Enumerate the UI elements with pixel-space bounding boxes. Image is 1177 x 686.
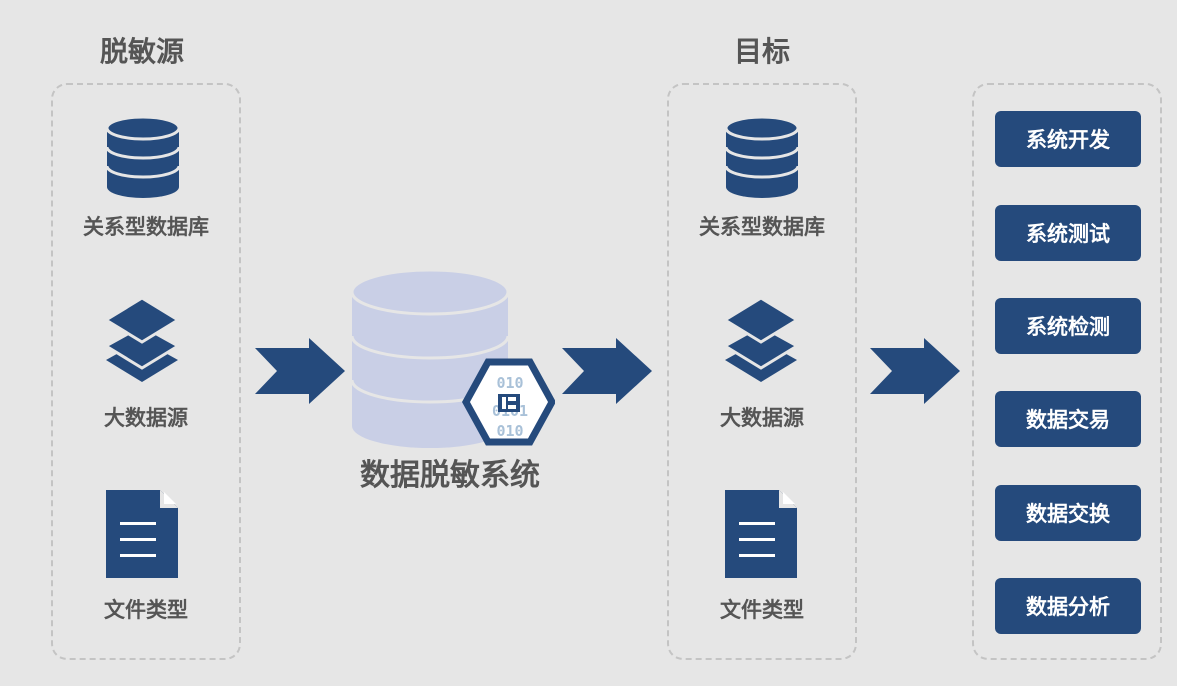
uses-panel bbox=[972, 83, 1162, 660]
masking-database-icon: 010 0101 010 bbox=[350, 268, 555, 448]
use-system-development: 系统开发 bbox=[995, 111, 1141, 167]
use-data-exchange: 数据交换 bbox=[995, 485, 1141, 541]
target-item-label: 关系型数据库 bbox=[699, 215, 825, 239]
source-panel bbox=[51, 83, 241, 660]
use-data-trading: 数据交易 bbox=[995, 391, 1141, 447]
document-icon bbox=[106, 490, 178, 578]
arrow-right-icon bbox=[562, 338, 652, 404]
layers-icon bbox=[104, 296, 180, 382]
badge-text: 010 bbox=[496, 422, 523, 440]
target-item-label: 文件类型 bbox=[720, 598, 804, 622]
system-label: 数据脱敏系统 bbox=[360, 458, 540, 493]
use-system-inspection: 系统检测 bbox=[995, 298, 1141, 354]
use-data-analysis: 数据分析 bbox=[995, 578, 1141, 634]
target-item-label: 大数据源 bbox=[720, 406, 804, 430]
database-icon bbox=[105, 115, 181, 198]
source-item-label: 大数据源 bbox=[104, 406, 188, 430]
use-system-testing: 系统测试 bbox=[995, 205, 1141, 261]
source-item-label: 文件类型 bbox=[104, 598, 188, 622]
target-title: 目标 bbox=[733, 35, 790, 68]
source-item-label: 关系型数据库 bbox=[83, 215, 209, 239]
arrow-right-icon bbox=[255, 338, 345, 404]
layers-icon bbox=[723, 296, 799, 382]
target-panel bbox=[667, 83, 857, 660]
source-title: 脱敏源 bbox=[99, 35, 184, 68]
database-icon bbox=[724, 115, 800, 198]
badge-text: 010 bbox=[496, 374, 523, 392]
document-icon bbox=[725, 490, 797, 578]
arrow-right-icon bbox=[870, 338, 960, 404]
